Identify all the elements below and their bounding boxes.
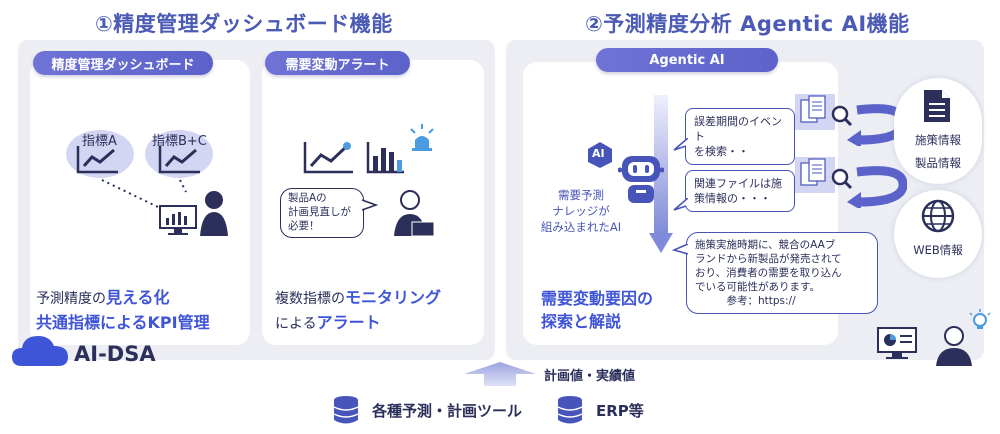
alert-speech-bubble <box>280 188 364 238</box>
document-search-icon <box>795 94 853 130</box>
indicator-a-label: 指標A <box>82 134 117 149</box>
agent-bubble-files: 関連ファイルは施 策情報の・・・ <box>685 170 795 212</box>
web-source-label: WEB情報 <box>913 243 963 257</box>
person-laptop-icon <box>394 190 435 237</box>
bubble-tail <box>673 198 688 211</box>
person-idea-icon <box>877 309 991 366</box>
left-section-title: ①精度管理ダッシュボード機能 <box>95 12 393 36</box>
agent-bubble-answer: 施策実施時期に、競合のAAブ ランドから新製品が発売されて おり、消費者の需要を… <box>686 232 878 314</box>
flow-down-arrow <box>649 95 673 253</box>
document-icon <box>924 90 950 122</box>
alert-description: 複数指標のモニタリング によるアラート <box>275 286 480 336</box>
ai-badge-label: AI <box>592 147 605 160</box>
line-chart-icon <box>158 146 200 174</box>
agentic-main-line2: 探索と解説 <box>541 312 622 331</box>
right-section-title: ②予測精度分析 Agentic AI機能 <box>585 12 910 36</box>
person-at-monitor-icon <box>159 191 228 236</box>
database-icon <box>557 396 583 424</box>
robot-caption: 需要予測 ナレッジが 組み込まれたAI <box>540 188 622 234</box>
alarm-light-icon <box>410 124 434 151</box>
dashboard-desc-line2: 共通指標によるKPI管理 <box>36 313 210 332</box>
agentic-main-text: 需要変動要因の 探索と解説 <box>541 287 653 333</box>
agent-bubble-search: 誤差期間のイベント を検索・・ <box>685 108 795 165</box>
dashboard-description: 予測精度の見える化 共通指標によるKPI管理 <box>36 286 251 334</box>
erp-label: ERP等 <box>596 402 644 420</box>
cloud-icon <box>12 336 68 366</box>
speech-tail <box>362 199 378 211</box>
agentic-main-line1: 需要変動要因の <box>541 289 654 308</box>
data-flow-label: 計画値・実績値 <box>544 369 636 384</box>
alert-desc-highlight: モニタリング <box>345 288 442 307</box>
robot-icon <box>618 156 664 203</box>
dashboard-pill: 精度管理ダッシュボード <box>33 51 213 75</box>
brand-label: AI-DSA <box>74 342 156 366</box>
document-source-label: 施策情報 製品情報 <box>900 132 976 171</box>
database-icon <box>333 396 359 424</box>
dashboard-desc-highlight: 見える化 <box>106 288 170 307</box>
ai-badge-icon <box>588 142 612 168</box>
bubble-tail <box>673 138 688 151</box>
alert-speech-text: 製品Aの 計画見直しが 必要！ <box>288 192 351 232</box>
dashboard-desc-prefix: 予測精度の <box>36 291 106 307</box>
alert-desc-prefix: 複数指標の <box>275 291 345 307</box>
document-search-icon <box>795 157 853 193</box>
document-label-line2: 製品情報 <box>915 156 961 170</box>
bar-chart-icon <box>366 142 404 174</box>
up-arrow <box>464 362 536 386</box>
document-label-line1: 施策情報 <box>915 133 961 147</box>
bubble-tail <box>672 244 688 255</box>
globe-icon <box>921 199 955 233</box>
agentic-pill: Agentic AI <box>596 48 778 72</box>
line-chart-icon <box>303 142 353 174</box>
web-source-circle <box>894 190 982 278</box>
planning-tools-label: 各種予測・計画ツール <box>372 402 523 420</box>
alert-pill: 需要変動アラート <box>265 51 410 75</box>
curved-arrow-icon <box>847 166 907 208</box>
dotted-connector <box>101 179 187 209</box>
line-chart-icon <box>76 146 118 174</box>
indicator-bc-bubble <box>145 130 213 178</box>
indicator-bc-label: 指標B+C <box>152 134 207 149</box>
alert-desc-line2-prefix: による <box>275 316 317 332</box>
alert-desc-line2-highlight: アラート <box>316 313 381 332</box>
